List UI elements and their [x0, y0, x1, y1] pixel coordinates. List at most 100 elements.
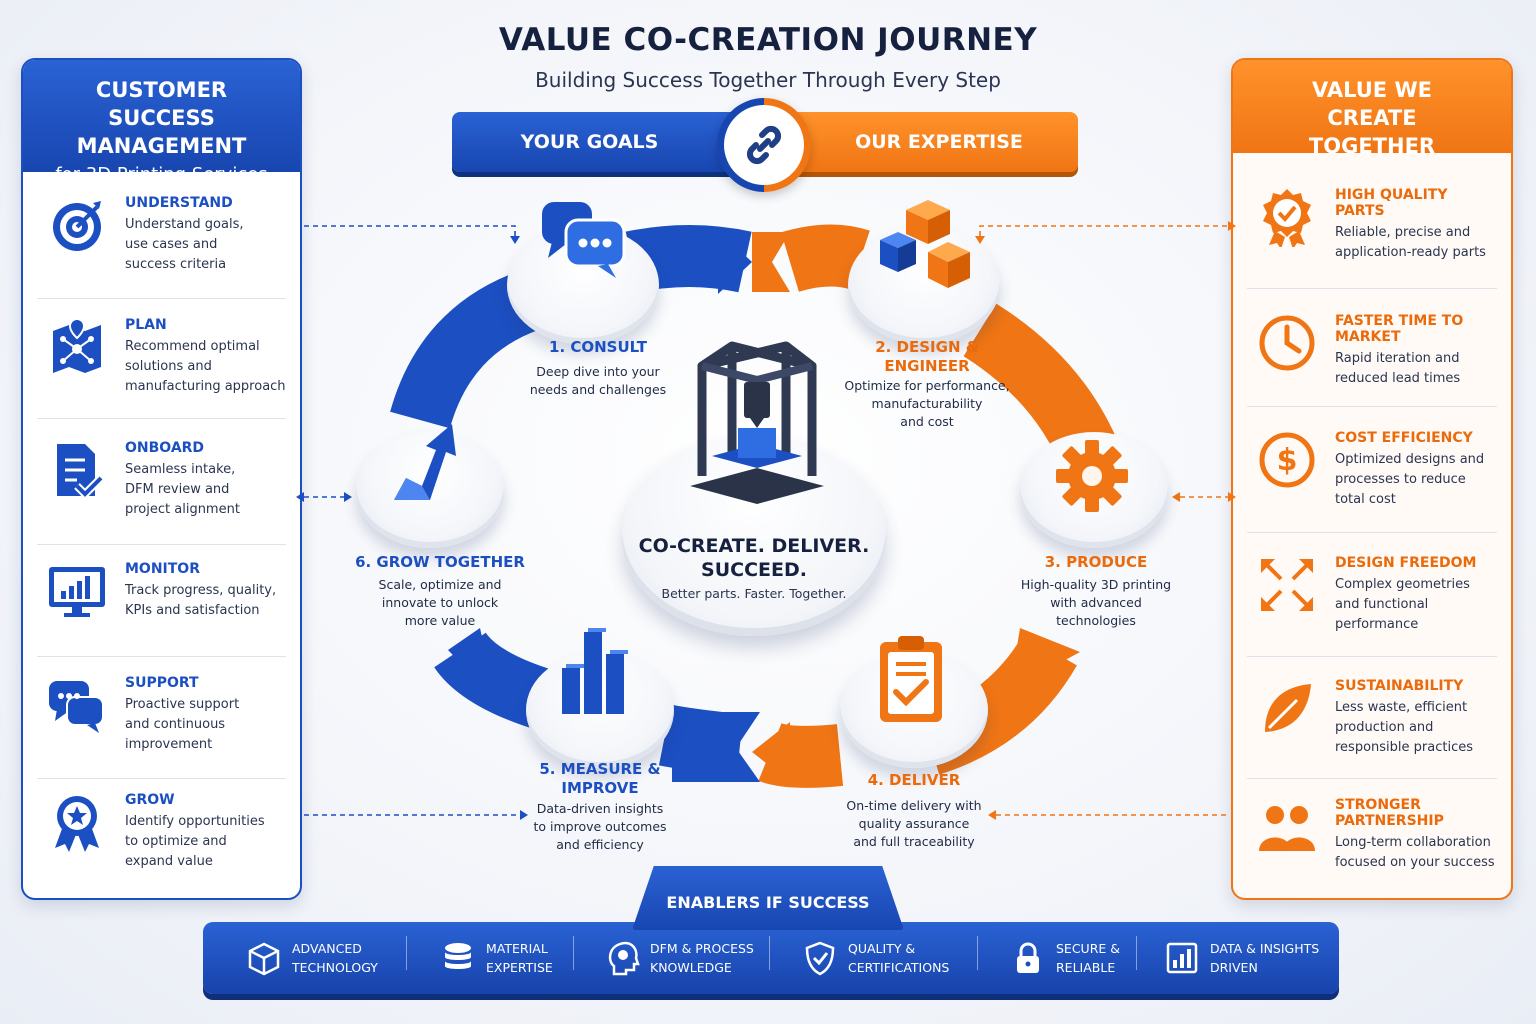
- enabler-divider: [977, 936, 978, 970]
- cs-item-description-line: Track progress, quality,: [125, 583, 277, 598]
- expand-arrows-icon: [1261, 559, 1313, 611]
- step-title-line: 2. DESIGN &: [875, 338, 979, 356]
- cs-item-description-line: Proactive support: [125, 697, 240, 712]
- cube-outline-icon: [248, 942, 280, 976]
- chat-bubbles-icon: [49, 681, 104, 733]
- value-title: VALUE WE CREATE TOGETHER: [1308, 78, 1436, 158]
- value-item-icon-wrap: $: [1257, 430, 1317, 490]
- enabler-label-line: RELIABLE: [1056, 960, 1116, 975]
- ring-segment-design-entry: [781, 224, 870, 292]
- target-icon: [53, 201, 101, 251]
- cs-item-title: GROW: [125, 792, 175, 808]
- value-divider: [1247, 406, 1497, 407]
- cs-item-text: MONITOR Track progress, quality, KPIs and …: [125, 561, 286, 621]
- cs-item-description-line: use cases and: [125, 237, 218, 252]
- cs-item-title: SUPPORT: [125, 675, 199, 691]
- enabler-icon-wrap: [604, 940, 640, 976]
- enabler-icon-wrap: [1010, 940, 1046, 976]
- center-title: CO-CREATE. DELIVER.SUCCEED.: [622, 534, 886, 582]
- cs-item-icon-wrap: [47, 792, 107, 852]
- cs-item-description-line: improvement: [125, 737, 213, 752]
- clipboard-check-icon: [880, 636, 942, 722]
- 3d-printer-icon: [690, 341, 824, 504]
- cs-item-description-line: Seamless intake,: [125, 462, 236, 477]
- enabler-label-line: KNOWLEDGE: [650, 960, 732, 975]
- enabler-divider: [573, 936, 574, 970]
- ring-arrow-produce-deliver: [1010, 628, 1080, 690]
- enabler-divider: [406, 936, 407, 970]
- cs-item-title: MONITOR: [125, 561, 200, 577]
- value-item-icon-wrap: [1257, 555, 1317, 615]
- enabler-label-line: DRIVEN: [1210, 960, 1258, 975]
- enablers-bar: [203, 922, 1339, 994]
- cs-divider: [37, 778, 286, 779]
- enabler-label: DATA & INSIGHTS DRIVEN: [1210, 939, 1319, 977]
- chain-link-badge: [717, 98, 811, 192]
- ring-arrow-measure-tail: [672, 712, 760, 782]
- value-item-icon-wrap: [1257, 187, 1317, 249]
- shield-check-icon: [805, 941, 835, 976]
- step-description-line: and efficiency: [556, 837, 644, 852]
- cs-item-description-line: success criteria: [125, 257, 227, 272]
- enabler-label-line: EXPERTISE: [486, 960, 553, 975]
- node-design: [848, 226, 1000, 344]
- value-divider: [1247, 656, 1497, 657]
- value-divider: [1247, 288, 1497, 289]
- step-description-line: technologies: [1056, 613, 1136, 628]
- step-description-line: and cost: [900, 414, 954, 429]
- value-item-description-line: Reliable, precise and: [1335, 225, 1471, 240]
- step-description-line: innovate to unlock: [381, 595, 499, 610]
- value-panel: VALUE WE CREATE TOGETHER HIGH QUALITY PA…: [1231, 58, 1513, 900]
- dollar-coin-icon: $: [1259, 432, 1315, 488]
- value-item-title: SUSTAINABILITY: [1335, 678, 1464, 694]
- step-description-line: manufacturability: [871, 396, 983, 411]
- bar-chart-icon: [562, 628, 628, 714]
- step-description-line: and full traceability: [853, 834, 975, 849]
- map-network-icon: [53, 317, 101, 373]
- cs-item-description-line: manufacturing approach: [125, 379, 286, 394]
- data-chart-icon: [1166, 942, 1198, 974]
- value-item-description-line: total cost: [1335, 492, 1396, 507]
- cs-item-description-line: KPIs and satisfaction: [125, 603, 260, 618]
- cs-item-description: Track progress, quality, KPIs and satisfa…: [125, 581, 286, 621]
- enabler-label-line: DATA & INSIGHTS: [1210, 941, 1320, 956]
- clock-icon: [1259, 315, 1315, 371]
- checklist-document-icon: [57, 444, 104, 500]
- step-title-line: 5. MEASURE &: [539, 760, 661, 778]
- value-divider: [1247, 532, 1497, 533]
- enabler-item: QUALITY &CERTIFICATIONS: [802, 932, 949, 984]
- value-item-title: COST EFFICIENCY: [1335, 430, 1473, 446]
- step-title-line: IMPROVE: [561, 779, 639, 797]
- value-item-description-line: responsible practices: [1335, 740, 1473, 755]
- value-item-description-line: performance: [1335, 617, 1419, 632]
- connector-understand-consult: [304, 225, 516, 236]
- value-item-title: FASTER TIME TO MARKET: [1335, 313, 1464, 345]
- center-subtitle: Better parts. Faster. Together.: [661, 586, 847, 601]
- cs-item-icon-wrap: [47, 195, 107, 255]
- cs-item-description-line: project alignment: [125, 502, 240, 517]
- chain-link-icon: [746, 125, 782, 165]
- cs-item-title: UNDERSTAND: [125, 195, 233, 211]
- cs-item-description-line: solutions and: [125, 359, 212, 374]
- step-deliver-title: 4. DELIVER: [812, 771, 1016, 790]
- value-item-description-line: reduced lead times: [1335, 371, 1461, 386]
- step-design-title: 2. DESIGN &ENGINEER: [824, 338, 1030, 376]
- award-ribbon-icon: [55, 796, 99, 852]
- connector-design-quality: [979, 225, 1228, 236]
- step-design-description: Optimize for performance,manufacturabili…: [824, 377, 1030, 431]
- cs-item-icon-wrap: [47, 440, 107, 500]
